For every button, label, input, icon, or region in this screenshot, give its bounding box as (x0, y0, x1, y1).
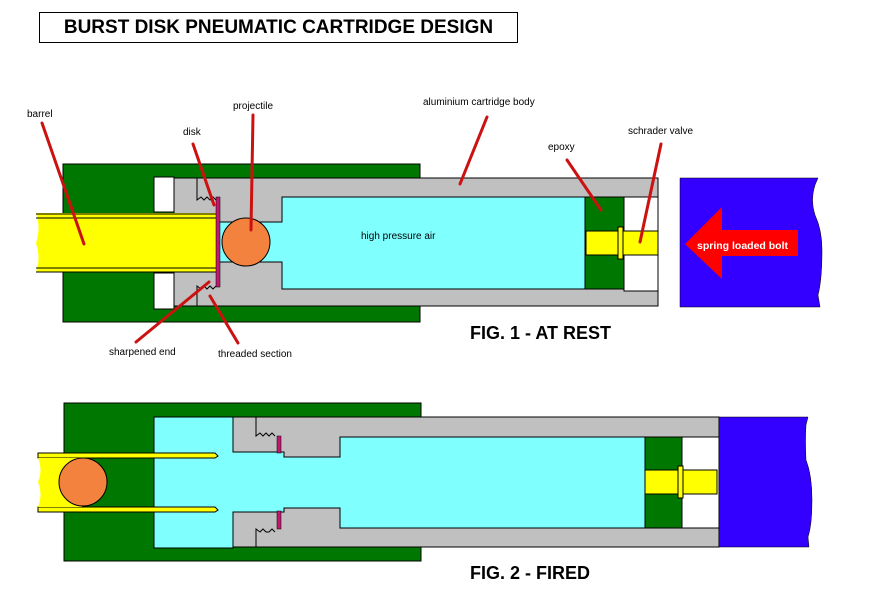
thread-bottom (255, 528, 276, 547)
figure-1-caption: FIG. 1 - AT REST (470, 323, 611, 343)
label-disk: disk (183, 127, 202, 138)
leader-threaded-section (208, 294, 240, 345)
spring-loaded-bolt (718, 416, 813, 548)
thread-top (255, 417, 276, 437)
projectile (221, 217, 271, 267)
housing-gap-bottom (153, 272, 175, 310)
schrader-valve-collar (617, 226, 624, 260)
leader-body (458, 115, 489, 186)
label-cartridge-body: aluminium cartridge body (423, 97, 535, 108)
thread-bottom (196, 285, 217, 306)
leader-lines (40, 113, 663, 345)
label-spring-loaded-bolt: spring loaded bolt (697, 240, 789, 252)
label-threaded-section: threaded section (218, 349, 292, 360)
leader-disk (191, 142, 216, 207)
air-chamber (153, 416, 646, 549)
barrel (36, 213, 216, 272)
leader-epoxy (565, 158, 603, 212)
label-schrader-valve: schrader valve (628, 126, 693, 137)
burst-disk (215, 196, 221, 288)
bolt-direction-arrow (685, 207, 798, 279)
barrel (37, 452, 219, 459)
label-projectile: projectile (233, 101, 273, 112)
label-high-pressure-air: high pressure air (361, 231, 436, 242)
diagram-title: BURST DISK PNEUMATIC CARTRIDGE DESIGN (39, 12, 518, 43)
figure-2-caption: FIG. 2 - FIRED (470, 563, 590, 583)
label-sharpened-end: sharpened end (109, 347, 176, 358)
barrel-lower-wall (37, 506, 219, 513)
leader-sharpened-end (134, 280, 211, 344)
projectile (58, 457, 108, 507)
leader-valve (638, 142, 663, 244)
label-epoxy: epoxy (548, 142, 575, 153)
housing-gap-top (153, 176, 175, 213)
schrader-valve-collar (677, 465, 684, 499)
leader-barrel (40, 121, 86, 246)
figure-2-fired: FIG. 2 - FIRED (37, 402, 813, 583)
figure-1-at-rest: spring loaded bolt barrel projectile dis… (27, 97, 823, 360)
burst-disk-fragment-top (276, 435, 282, 454)
burst-disk-fragment-bottom (276, 510, 282, 530)
label-barrel: barrel (27, 109, 53, 120)
leader-projectile (249, 113, 255, 232)
